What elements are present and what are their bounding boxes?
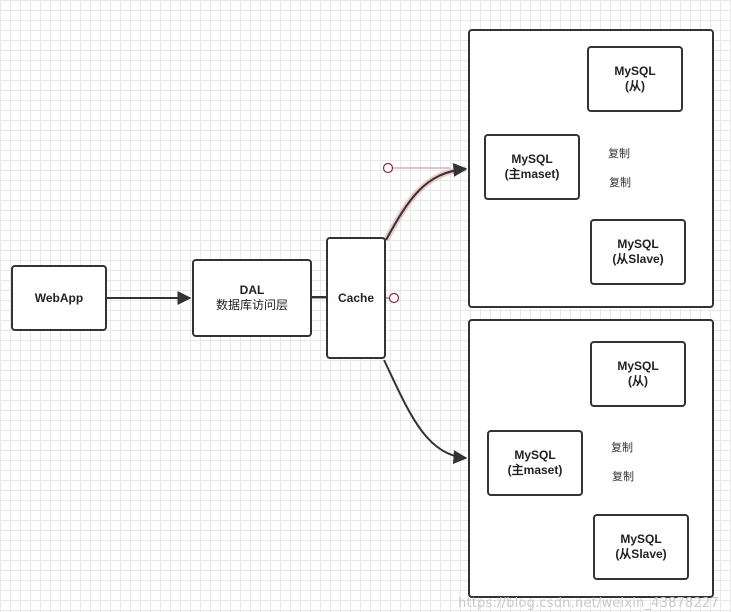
c2-slave-a-line2: (从) <box>628 374 648 388</box>
c2-master-node[interactable]: MySQL (主maset) <box>487 430 583 496</box>
webapp-label: WebApp <box>34 290 84 305</box>
c1-slave-a-line2: (从) <box>625 79 645 93</box>
c2-master-line2: (主maset) <box>507 463 563 477</box>
edge-highlight <box>383 166 467 242</box>
c1-slave-b-line1: MySQL <box>617 237 659 251</box>
edge-cache-to-cluster1[interactable] <box>385 162 468 241</box>
edge-cache-to-cluster2[interactable] <box>383 359 468 465</box>
edge-handle-cluster1[interactable] <box>382 162 394 174</box>
c2-slave-a-node[interactable]: MySQL (从) <box>590 341 686 407</box>
c1-slave-b-line2: (从Slave) <box>612 252 664 266</box>
c2-copy-up-label: 复制 <box>611 441 633 454</box>
c2-slave-b-line1: MySQL <box>620 532 662 546</box>
c1-copy-down-label: 复制 <box>609 176 631 189</box>
c1-slave-a-line1: MySQL <box>614 64 656 78</box>
c1-master-line2: (主maset) <box>504 167 560 181</box>
c1-copy-up-label: 复制 <box>608 147 630 160</box>
c2-slave-a-line1: MySQL <box>617 359 659 373</box>
dal-node[interactable]: DAL 数据库访问层 <box>192 259 312 337</box>
c1-slave-b-node[interactable]: MySQL (从Slave) <box>590 219 686 285</box>
cache-node[interactable]: Cache <box>326 237 386 359</box>
webapp-node[interactable]: WebApp <box>11 265 107 331</box>
cache-label: Cache <box>337 290 375 305</box>
c1-master-node[interactable]: MySQL (主maset) <box>484 134 580 200</box>
dal-title: DAL <box>239 283 265 297</box>
c1-slave-a-node[interactable]: MySQL (从) <box>587 46 683 112</box>
dal-subtitle: 数据库访问层 <box>215 298 288 312</box>
c2-copy-down-label: 复制 <box>612 470 634 483</box>
watermark-text: https://blog.csdn.net/weixin_43878227 <box>458 596 719 611</box>
edge-handle-dal-cache[interactable] <box>388 292 400 304</box>
c2-slave-b-node[interactable]: MySQL (从Slave) <box>593 514 689 580</box>
c1-master-line1: MySQL <box>511 152 553 166</box>
c2-slave-b-line2: (从Slave) <box>615 547 667 561</box>
c2-master-line1: MySQL <box>514 448 556 462</box>
